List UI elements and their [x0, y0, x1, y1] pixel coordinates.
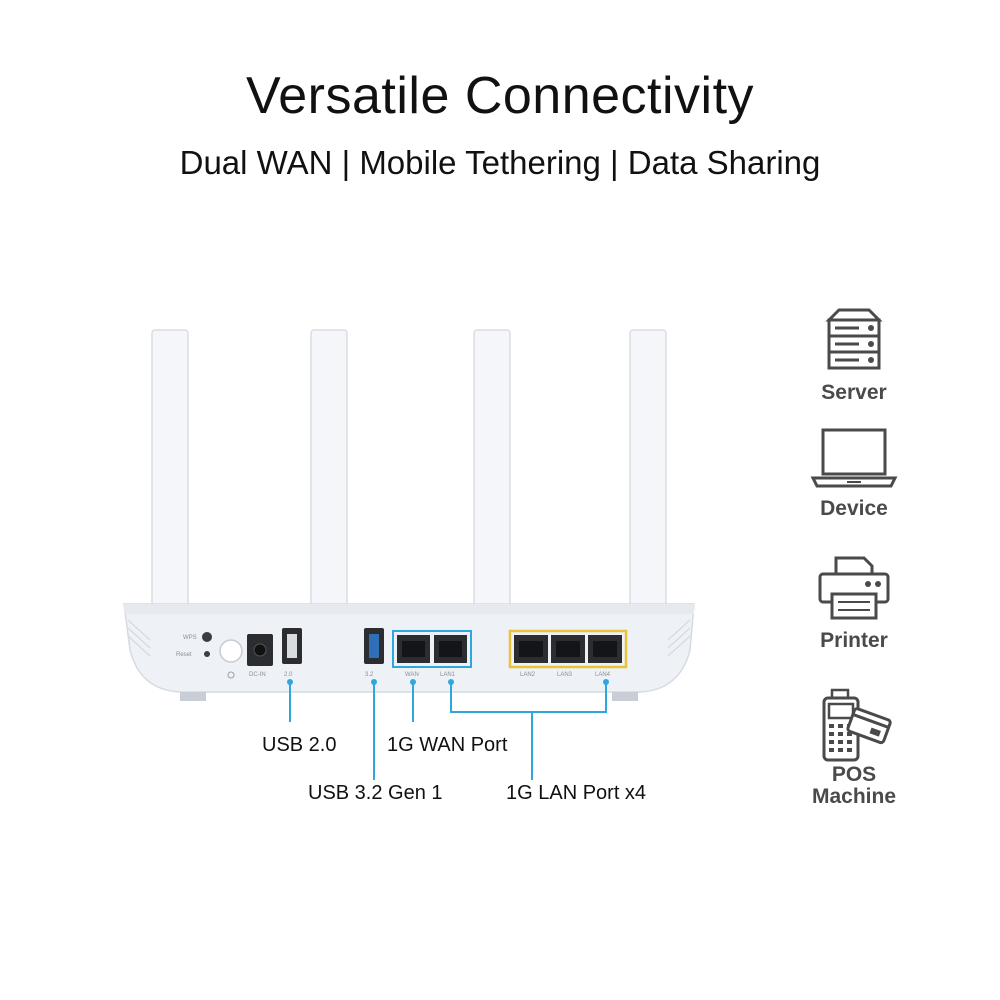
- power-icon: [227, 671, 235, 679]
- lan-highlight: [508, 629, 628, 669]
- pos-label-line1: POS: [831, 763, 877, 786]
- server-icon: [825, 308, 883, 370]
- printer-label: Printer: [820, 629, 888, 652]
- lan3-port-label: LAN3: [557, 672, 573, 678]
- wps-button[interactable]: [202, 632, 212, 642]
- pos-machine-icon: [822, 688, 892, 762]
- server-label: Server: [821, 381, 887, 404]
- router-top-edge: [124, 604, 694, 614]
- usb3-port-label: 3.2: [365, 672, 374, 678]
- dc-in-label: DC-IN: [249, 672, 266, 678]
- lan-callout: 1G LAN Port x4: [506, 782, 647, 804]
- pos-item: POS Machine: [794, 686, 914, 808]
- lan4-port-label: LAN4: [595, 672, 611, 678]
- reset-button[interactable]: [204, 651, 210, 657]
- wan-port-label: WAN: [405, 672, 419, 678]
- lan2-port-label: LAN2: [520, 672, 536, 678]
- lan2-port: [514, 635, 548, 663]
- printer-icon: [818, 556, 890, 620]
- wan-highlight: [392, 630, 472, 668]
- device-label: Device: [820, 497, 888, 520]
- usb2-port-label: 2.0: [284, 672, 293, 678]
- lan4-port: [588, 635, 622, 663]
- antenna-2: [310, 329, 348, 631]
- lan1-port-label: LAN1: [440, 672, 456, 678]
- device-item: Device: [794, 426, 914, 520]
- page-subtitle: Dual WAN | Mobile Tethering | Data Shari…: [179, 144, 821, 181]
- router-foot-right: [612, 692, 638, 701]
- antenna-3: [473, 329, 511, 631]
- antenna-1: [151, 329, 189, 631]
- lan3-port: [551, 635, 585, 663]
- usb3-callout: USB 3.2 Gen 1: [308, 782, 443, 804]
- usb2-callout: USB 2.0: [262, 734, 337, 756]
- power-button[interactable]: [219, 639, 243, 663]
- server-item: Server: [794, 306, 914, 404]
- antenna-4: [629, 329, 667, 631]
- wan-port: [397, 635, 430, 663]
- pos-label-line2: Machine: [811, 785, 897, 808]
- page-title: Versatile Connectivity: [245, 67, 755, 125]
- reset-label: Reset: [176, 652, 192, 658]
- lan1-port: [434, 635, 467, 663]
- lan-callout-line: [450, 682, 607, 780]
- laptop-icon: [810, 428, 898, 488]
- wps-label: WPS: [183, 635, 197, 641]
- wan-callout: 1G WAN Port: [387, 734, 508, 756]
- printer-item: Printer: [794, 554, 914, 652]
- router-foot-left: [180, 692, 206, 701]
